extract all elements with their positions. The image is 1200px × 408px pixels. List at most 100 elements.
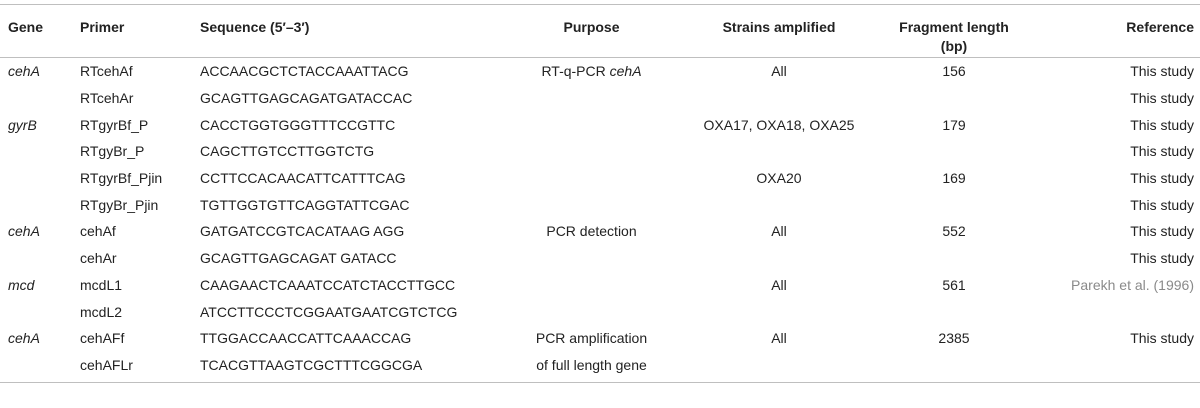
fragment-length-cell: [879, 352, 1029, 383]
fragment-length-cell: [879, 298, 1029, 325]
sequence-cell: CACCTGGTGGGTTTCCGTTC: [200, 116, 396, 133]
header-row: Gene Primer Sequence (5′–3′) Purpose Str…: [0, 4, 1200, 58]
strains-cell: OXA17, OXA18, OXA25: [703, 116, 855, 133]
reference-cell: This study: [1130, 90, 1194, 107]
fragment-length-cell: [879, 191, 1029, 218]
gene-cell: mcd: [8, 276, 35, 293]
strains-cell: All: [771, 330, 787, 347]
strains-cell: [679, 191, 879, 218]
purpose-text: of full length gene: [536, 356, 647, 373]
gene-cell: [0, 352, 74, 383]
header-purpose: Purpose: [563, 19, 620, 35]
purpose-cell: PCR detection: [504, 218, 679, 245]
reference-cell: This study: [1130, 330, 1194, 347]
reference-cell: [1029, 352, 1200, 383]
strains-cell: [679, 298, 879, 325]
primer-cell: cehAFLr: [80, 356, 133, 373]
purpose-cell: [504, 111, 679, 138]
primer-cell: RTgyBr_P: [80, 143, 145, 160]
sequence-cell: TGTTGGTGTTCAGGTATTCGAC: [200, 196, 410, 213]
sequence-cell: GCAGTTGAGCAGAT GATACC: [200, 250, 397, 267]
primer-cell: cehAf: [80, 223, 116, 240]
gene-cell: [0, 245, 74, 272]
purpose-cell: [504, 245, 679, 272]
fragment-length-cell: 156: [942, 63, 966, 80]
table-row: RTgyBr_Pjin TGTTGGTGTTCAGGTATTCGAC This st…: [0, 191, 1200, 218]
header-strains: Strains amplified: [722, 19, 836, 35]
reference-cell: This study: [1130, 223, 1194, 240]
purpose-cell: [504, 138, 679, 165]
header-sequence: Sequence (5′–3′): [200, 19, 310, 35]
purpose-text: PCR amplification: [535, 330, 648, 347]
purpose-text: RT-q-PCR: [541, 63, 606, 80]
purpose-cell: [504, 165, 679, 192]
gene-cell: [0, 165, 74, 192]
fragment-length-cell: [879, 85, 1029, 112]
reference-cell: This study: [1130, 63, 1194, 80]
strains-cell: All: [771, 276, 787, 293]
purpose-cell: of full length gene: [504, 352, 679, 383]
primer-cell: RTcehAr: [80, 90, 134, 107]
table-row: cehA cehAFf TTGGACCAACCATTCAAACCAG PCR ampl…: [0, 325, 1200, 352]
primer-table: Gene Primer Sequence (5′–3′) Purpose Str…: [0, 4, 1200, 383]
table-row: cehA cehAf GATGATCCGTCACATAAG AGG PCR detec…: [0, 218, 1200, 245]
sequence-cell: TCACGTTAAGTCGCTTTCGGCGA: [200, 356, 423, 373]
purpose-gene-text: cehA: [609, 63, 642, 80]
sequence-cell: CAGCTTGTCCTTGGTCTG: [200, 143, 375, 160]
table-row: mcd mcdL1 CAAGAACTCAAATCCATCTACCTTGCC All 56…: [0, 272, 1200, 299]
primer-cell: cehAr: [80, 250, 117, 267]
table-row: cehAFLr TCACGTTAAGTCGCTTTCGGCGA of full le…: [0, 352, 1200, 383]
sequence-cell: TTGGACCAACCATTCAAACCAG: [200, 330, 412, 347]
purpose-cell: [504, 191, 679, 218]
reference-cell: This study: [1130, 116, 1194, 133]
purpose-cell: PCR amplification: [504, 325, 679, 352]
reference-cell: This study: [1130, 170, 1194, 187]
reference-cell: This study: [1130, 196, 1194, 213]
reference-cell: Parekh et al. (1996): [1071, 276, 1194, 293]
sequence-cell: CCTTCCACAACATTCATTTCAG: [200, 170, 406, 187]
header-reference: Reference: [1126, 19, 1194, 35]
table-row: RTcehAr GCAGTTGAGCAGATGATACCAC This study: [0, 85, 1200, 112]
fragment-length-cell: 169: [942, 170, 966, 187]
purpose-cell: RT-q-PCR cehA: [504, 58, 679, 85]
strains-cell: All: [771, 63, 787, 80]
fragment-length-cell: 552: [942, 223, 966, 240]
primer-cell: RTgyrBf_P: [80, 116, 149, 133]
sequence-cell: GCAGTTGAGCAGATGATACCAC: [200, 90, 413, 107]
primer-cell: RTgyBr_Pjin: [80, 196, 159, 213]
fragment-length-cell: [879, 138, 1029, 165]
strains-cell: [679, 85, 879, 112]
gene-cell: cehA: [8, 223, 40, 240]
gene-cell: cehA: [8, 330, 40, 347]
sequence-cell: CAAGAACTCAAATCCATCTACCTTGCC: [200, 276, 456, 293]
primer-cell: mcdL1: [80, 276, 123, 293]
table-header: Gene Primer Sequence (5′–3′) Purpose Str…: [0, 4, 1200, 58]
primer-cell: mcdL2: [80, 303, 123, 320]
purpose-cell: [504, 85, 679, 112]
fragment-length-cell: 179: [942, 116, 966, 133]
purpose-text: PCR detection: [546, 223, 637, 240]
strains-cell: OXA20: [756, 170, 802, 187]
gene-cell: [0, 138, 74, 165]
primer-cell: RTcehAf: [80, 63, 133, 80]
reference-cell: [1029, 298, 1200, 325]
gene-cell: [0, 85, 74, 112]
header-fragment-length: Fragment length (bp): [899, 19, 1009, 54]
strains-cell: [679, 138, 879, 165]
header-primer: Primer: [80, 19, 125, 35]
header-gene: Gene: [8, 19, 44, 35]
fragment-length-cell: 561: [942, 276, 966, 293]
primer-cell: cehAFf: [80, 330, 125, 347]
gene-cell: [0, 298, 74, 325]
purpose-cell: [504, 298, 679, 325]
sequence-cell: GATGATCCGTCACATAAG AGG: [200, 223, 405, 240]
gene-cell: cehA: [8, 63, 40, 80]
